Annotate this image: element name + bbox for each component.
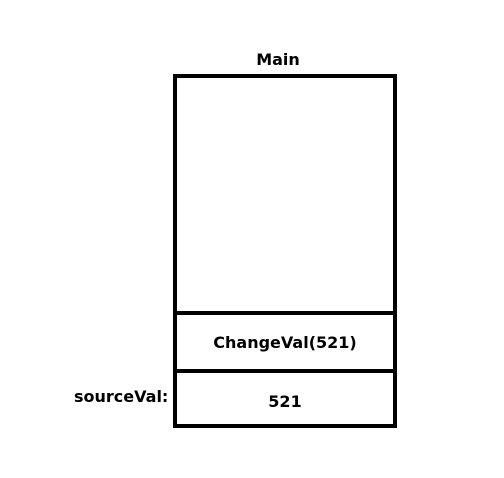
value-frame-label: 521 xyxy=(268,392,302,411)
variable-label: sourceVal: xyxy=(74,387,169,406)
call-frame-label: ChangeVal(521) xyxy=(213,332,357,352)
empty-stack-area xyxy=(177,78,393,311)
stack-title: Main xyxy=(256,50,300,69)
stack-frame-value: 521 xyxy=(177,369,393,424)
stack-frame-call: ChangeVal(521) xyxy=(177,311,393,369)
call-stack-box: ChangeVal(521) 521 xyxy=(173,74,397,428)
